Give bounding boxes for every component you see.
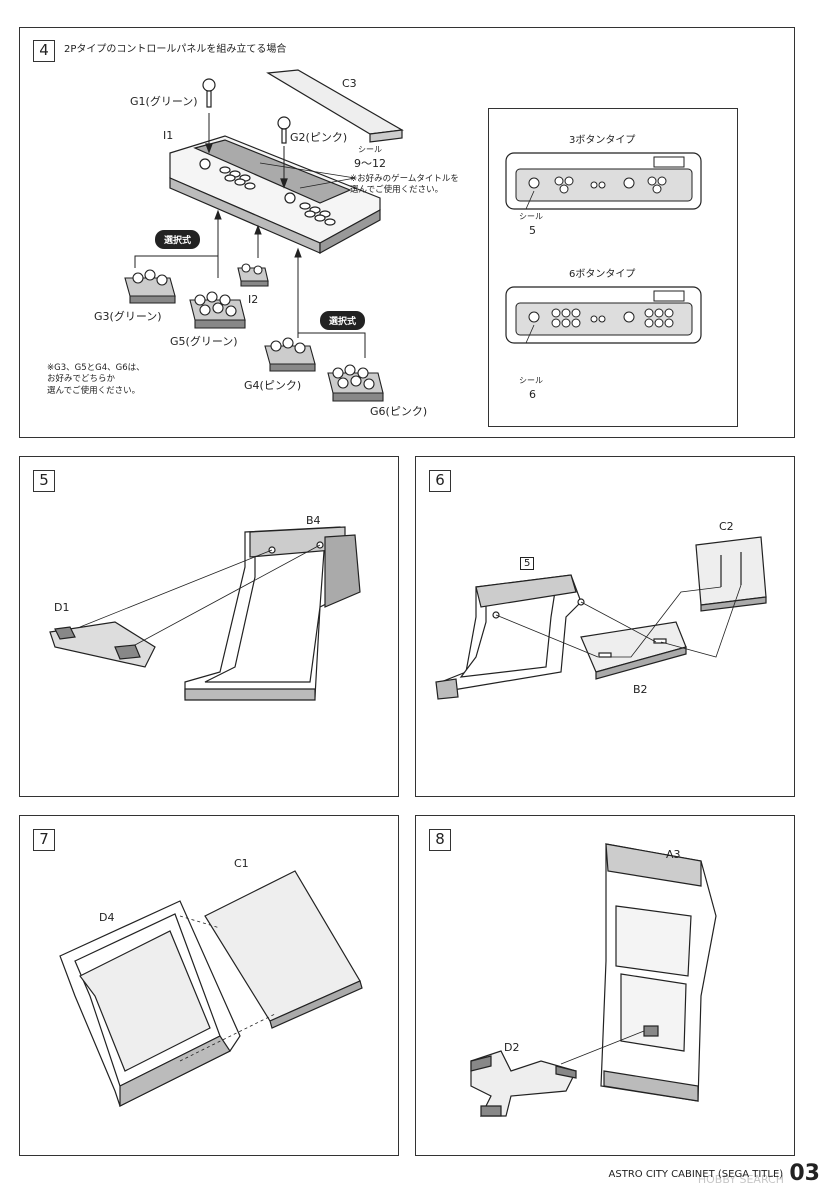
step-number: 7 (33, 829, 55, 851)
d1-part (49, 621, 156, 668)
label-c2: C2 (719, 520, 734, 533)
step-number: 6 (429, 470, 451, 492)
step8-illustration (470, 843, 717, 1117)
label-g2: G2(ピンク) (290, 131, 348, 144)
label-c3: C3 (342, 77, 357, 90)
button-type-inset: 3ボタンタイプ シール 5 6ボタンタイプ シ (488, 108, 738, 427)
step6-panel: 6 5 C2 B2 (415, 456, 795, 797)
type6-seal-word: シール (519, 376, 543, 385)
label-g1: G1(グリーン) (130, 95, 198, 108)
type3-title: 3ボタンタイプ (569, 135, 636, 146)
a3-part (600, 843, 717, 1102)
selectable-badge-1: 選択式 (155, 230, 201, 249)
step7-illustration (59, 870, 363, 1107)
label-g3: G3(グリーン) (94, 310, 162, 323)
g4-block (264, 337, 316, 372)
watermark: HOBBY SEARCH (697, 1173, 784, 1186)
label-seal-range: 9〜12 (354, 157, 386, 170)
panel-i1 (169, 135, 381, 255)
g5-block (189, 291, 246, 329)
type6-seal-number: 6 (529, 388, 536, 401)
step4-panel: 4 2Pタイプのコントロールパネルを組み立てる場合 (19, 27, 795, 438)
label-d2: D2 (504, 1041, 520, 1054)
label-i1: I1 (163, 129, 174, 142)
c1-part (204, 870, 363, 1029)
g3-block (124, 269, 176, 304)
page-number: 03 (789, 1161, 820, 1186)
g1-stick (202, 78, 216, 154)
label-d4: D4 (99, 911, 115, 924)
label-a3: A3 (666, 848, 681, 861)
label-c1: C1 (234, 857, 249, 870)
type3-seal-number: 5 (529, 224, 536, 237)
selectable-badge-2: 選択式 (320, 311, 366, 330)
label-i2: I2 (248, 293, 259, 306)
step5-illustration (49, 526, 361, 701)
type6-title: 6ボタンタイプ (569, 269, 636, 280)
bottom-note: ※G3、G5とG4、G6は、 お好みでどちらか 選んでご使用ください。 (47, 363, 145, 396)
label-seal-word: シール (358, 145, 382, 154)
button-blocks (124, 263, 384, 402)
label-b2: B2 (633, 683, 648, 696)
label-b4: B4 (306, 514, 321, 527)
label-g6: G6(ピンク) (370, 405, 428, 418)
page-footer: ASTRO CITY CABINET (SEGA TITLE) 03 (609, 1161, 820, 1186)
d2-part (470, 1050, 577, 1117)
label-d1: D1 (54, 601, 70, 614)
step-number: 8 (429, 829, 451, 851)
control-panel-illustration (124, 69, 404, 402)
step6-illustration (435, 536, 767, 700)
step8-panel: 8 A3 D2 (415, 815, 795, 1156)
footer-title: ASTRO CITY CABINET (SEGA TITLE) (608, 1169, 784, 1180)
step-number: 4 (33, 40, 55, 62)
i2-block (237, 263, 269, 287)
step-heading: 2Pタイプのコントロールパネルを組み立てる場合 (64, 44, 287, 55)
seal-note: ※お好みのゲームタイトルを 選んでご使用ください。 (350, 174, 459, 196)
d4-frame (59, 900, 241, 1107)
label-g4: G4(ピンク) (244, 379, 302, 392)
g2-stick (277, 116, 291, 189)
g6-block (327, 364, 384, 402)
step7-panel: 7 C1 D4 (19, 815, 399, 1156)
b2-part (580, 621, 687, 680)
c2-part (695, 536, 767, 612)
type6-panel (505, 286, 702, 344)
step5-panel: 5 B4 D1 (19, 456, 399, 797)
type3-seal-word: シール (519, 212, 543, 221)
label-g5: G5(グリーン) (170, 335, 238, 348)
c3-part (266, 69, 404, 143)
ref-box: 5 (520, 557, 535, 570)
type3-panel (505, 152, 702, 210)
step-number: 5 (33, 470, 55, 492)
